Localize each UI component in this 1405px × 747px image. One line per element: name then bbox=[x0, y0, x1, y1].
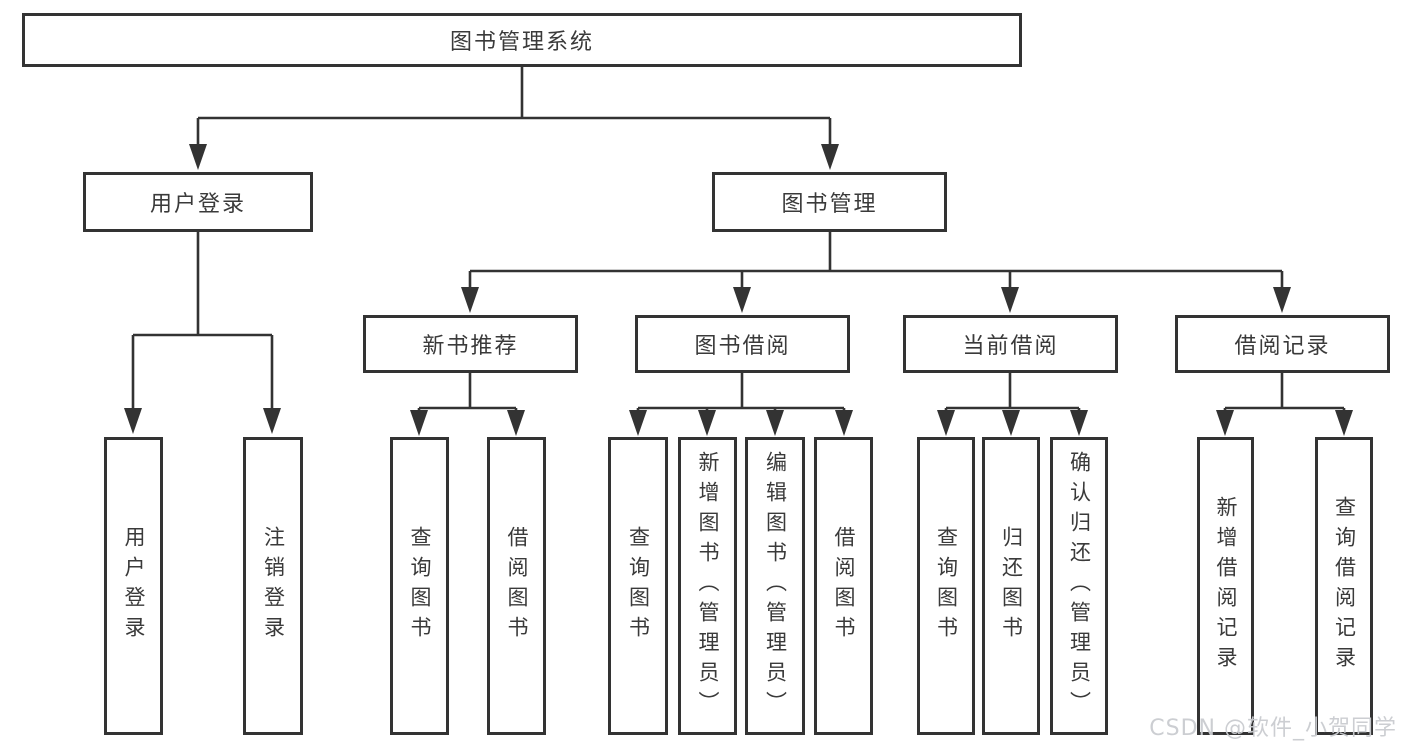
node-label: 新书推荐 bbox=[422, 334, 519, 359]
leaf-logout: 注销登录 bbox=[243, 437, 303, 735]
leaf-borrow-edit-books-admin: 编辑图书（管理员） bbox=[745, 437, 805, 735]
leaf-label: 新增图书（管理员） bbox=[696, 451, 720, 721]
leaf-label: 编辑图书（管理员） bbox=[763, 451, 788, 721]
leaf-label: 归还图书 bbox=[999, 526, 1024, 646]
node-book-management: 图书管理 bbox=[712, 172, 947, 232]
node-user-login: 用户登录 bbox=[83, 172, 313, 232]
leaf-label: 借阅图书 bbox=[832, 526, 856, 646]
leaf-label: 查询图书 bbox=[408, 526, 432, 646]
leaf-records-add-record: 新增借阅记录 bbox=[1197, 437, 1254, 735]
leaf-label: 新增借阅记录 bbox=[1214, 496, 1238, 676]
node-current-borrowing: 当前借阅 bbox=[903, 315, 1118, 373]
leaf-recommend-query-books: 查询图书 bbox=[390, 437, 449, 735]
leaf-label: 查询图书 bbox=[934, 526, 959, 646]
node-label: 图书管理 bbox=[781, 192, 878, 217]
node-label: 借阅记录 bbox=[1234, 334, 1331, 359]
node-new-book-recommend: 新书推荐 bbox=[363, 315, 578, 373]
leaf-borrow-add-books-admin: 新增图书（管理员） bbox=[678, 437, 737, 735]
node-book-borrowing: 图书借阅 bbox=[635, 315, 850, 373]
leaf-user-login: 用户登录 bbox=[104, 437, 163, 735]
leaf-label: 用户登录 bbox=[122, 526, 146, 646]
leaf-current-query-books: 查询图书 bbox=[917, 437, 975, 735]
leaf-label: 查询借阅记录 bbox=[1332, 496, 1357, 676]
leaf-borrow-query-books: 查询图书 bbox=[608, 437, 668, 735]
node-label: 用户登录 bbox=[149, 192, 246, 217]
leaf-label: 注销登录 bbox=[261, 526, 286, 646]
node-library-management-system: 图书管理系统 bbox=[22, 13, 1022, 67]
node-borrowing-records: 借阅记录 bbox=[1175, 315, 1390, 373]
csdn-watermark: CSDN @软件_小贺同学 bbox=[1149, 716, 1397, 741]
leaf-label: 查询图书 bbox=[626, 526, 651, 646]
node-label: 图书管理系统 bbox=[449, 30, 594, 55]
leaf-label: 借阅图书 bbox=[505, 526, 529, 646]
node-label: 图书借阅 bbox=[694, 334, 791, 359]
node-label: 当前借阅 bbox=[962, 334, 1059, 359]
leaf-records-query-record: 查询借阅记录 bbox=[1315, 437, 1373, 735]
leaf-borrow-borrow-books: 借阅图书 bbox=[814, 437, 873, 735]
leaf-current-return-books: 归还图书 bbox=[982, 437, 1040, 735]
leaf-label: 确认归还（管理员） bbox=[1067, 451, 1092, 721]
leaf-current-confirm-return-admin: 确认归还（管理员） bbox=[1050, 437, 1108, 735]
leaf-recommend-borrow-books: 借阅图书 bbox=[487, 437, 546, 735]
